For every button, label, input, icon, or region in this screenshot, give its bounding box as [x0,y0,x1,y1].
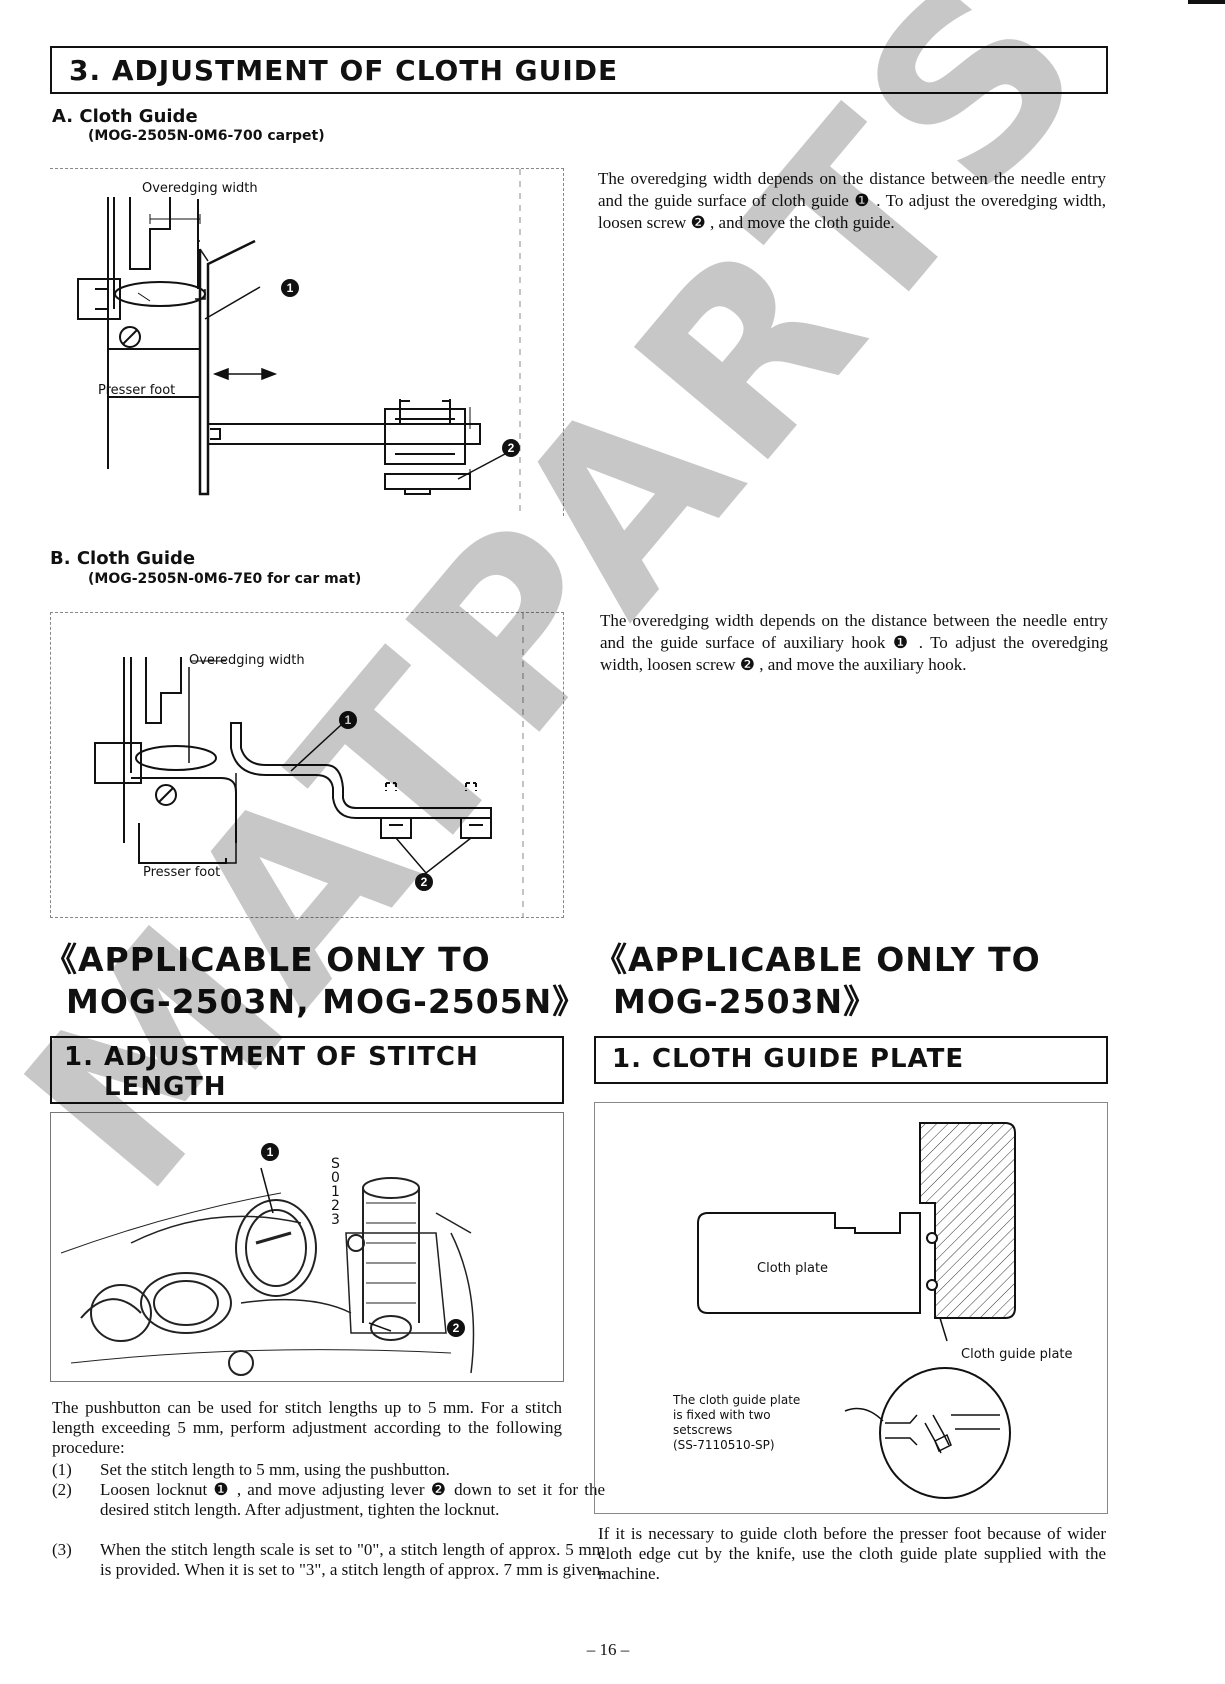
part-a-paragraph: The overedging width depends on the dist… [598,169,1106,232]
step-2-text: Loosen locknut ❶ , and move adjusting le… [100,1480,605,1519]
part-a-subheading: (MOG-2505N-0M6-700 carpet) [88,128,325,144]
corner-mark [1188,0,1225,4]
scale-label-1: 1 [331,1184,340,1200]
cloth-guide-plate-diagram [697,1122,1016,1499]
part-b-foot-label: Presser foot [143,865,221,880]
auxiliary-hook-diagram [94,613,524,917]
part-a-heading: A. Cloth Guide [52,106,198,127]
setscrew-note-line2: is fixed with two [673,1408,771,1422]
part-b-subheading: (MOG-2505N-0M6-7E0 for car mat) [88,571,362,587]
step-3: (3) When the stitch length scale is set … [52,1540,608,1600]
right-applicable-line1: 《APPLICABLE ONLY TO [594,940,1041,979]
stitch-length-photo [60,1167,475,1376]
setscrew-note-line1: The cloth guide plate [673,1393,801,1407]
part-a-width-label: Overedging width [142,181,258,196]
stitch-length-title-line1: 1. ADJUSTMENT OF STITCH [64,1042,479,1072]
scale-label-0: 0 [331,1170,340,1186]
callout-1-icon: 1 [339,711,357,729]
setscrew-note-line3: setscrews [673,1423,733,1437]
part-a-foot-label: Presser foot [98,383,176,398]
stitch-length-figure: S 0 1 2 3 1 2 [50,1112,564,1382]
cloth-guide-plate-paragraph: If it is necessary to guide cloth before… [598,1524,1106,1583]
section-3-header: 3. ADJUSTMENT OF CLOTH GUIDE [50,46,1108,94]
callout-2-icon: 2 [447,1319,465,1337]
step-2-number: (2) [52,1480,72,1499]
stitch-length-title-line2: LENGTH [104,1072,227,1102]
stitch-length-intro: The pushbutton can be used for stitch le… [52,1398,562,1457]
section-3-title: 3. ADJUSTMENT OF CLOTH GUIDE [69,54,619,87]
scale-label-3: 3 [331,1212,340,1228]
stitch-length-header: 1. ADJUSTMENT OF STITCH LENGTH [50,1036,564,1104]
step-3-number: (3) [52,1540,72,1559]
right-applicable-line2: MOG-2503N》 [613,982,878,1021]
setscrew-note: The cloth guide plate is fixed with two … [673,1393,800,1453]
part-b-width-label: Overedging width [189,653,305,668]
step-1-number: (1) [52,1460,72,1479]
part-b-heading: B. Cloth Guide [50,548,196,569]
step-1-text: Set the stitch length to 5 mm, using the… [100,1460,450,1479]
cloth-guide-plate-figure: Cloth plate Cloth guide plate The cloth … [594,1102,1108,1514]
callout-2-icon: 2 [415,873,433,891]
callout-2-icon: 2 [502,439,520,457]
cloth-guide-a-diagram [77,169,521,517]
callout-1-icon: 1 [261,1143,279,1161]
scale-label-2: 2 [331,1198,340,1214]
setscrew-note-line4: (SS-7110510-SP) [673,1438,775,1452]
callout-1-icon: 1 [281,279,299,297]
cloth-guide-plate-title: 1. CLOTH GUIDE PLATE [612,1044,965,1074]
part-b-paragraph: The overedging width depends on the dist… [600,611,1108,674]
step-3-text: When the stitch length scale is set to "… [100,1540,605,1579]
left-applicable-line1: 《APPLICABLE ONLY TO [44,940,491,979]
figure-a: Overedging width Presser foot 1 2 [50,168,564,517]
step-2: (2) Loosen locknut ❶ , and move adjustin… [52,1480,608,1540]
left-applicable-line2: MOG-2503N, MOG-2505N》 [66,982,587,1021]
page-number: – 16 – [586,1640,630,1659]
step-1: (1) Set the stitch length to 5 mm, using… [52,1460,608,1480]
figure-b: Overedging width Presser foot 1 2 [50,612,564,918]
cloth-guide-plate-header: 1. CLOTH GUIDE PLATE [594,1036,1108,1084]
cloth-guide-plate-label: Cloth guide plate [961,1347,1073,1362]
scale-label-s: S [331,1156,340,1172]
cloth-plate-label: Cloth plate [757,1261,829,1276]
stitch-scale: S 0 1 2 3 [331,1157,345,1227]
